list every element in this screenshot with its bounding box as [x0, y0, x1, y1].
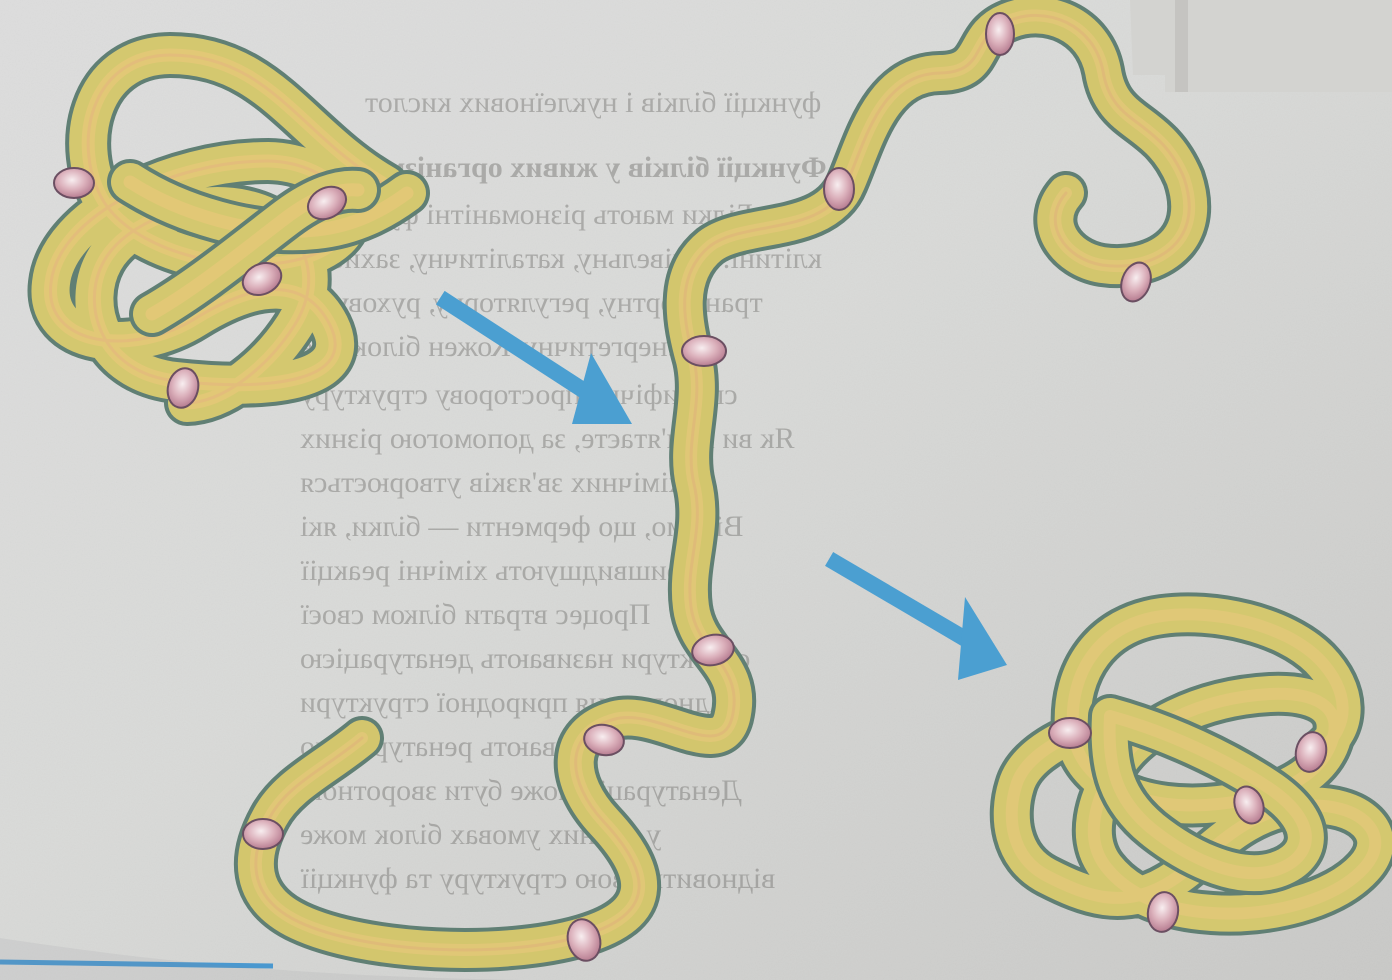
disulfide-bond-chain-2 [824, 168, 854, 210]
bleed-line-8: Як ви пам'ятаєте, за допомогою різних [300, 422, 795, 455]
bleed-line-7: специфічну просторову структуру [300, 378, 738, 411]
disulfide-bond-chain-1 [986, 13, 1014, 55]
bleed-line-9: хімічних зв'язків утворюється [300, 466, 683, 499]
bleed-line-12: Процес втрати білком своєї [300, 598, 650, 631]
disulfide-bond-chain-4 [682, 336, 726, 366]
top-right-page-edge [1130, 0, 1392, 92]
disulfide-bond-chain-7 [243, 819, 283, 849]
disulfide-bond-right-1 [1049, 718, 1091, 748]
bleed-line-11: пришвидшують хімічні реакції [300, 554, 698, 587]
bleed-line-18: відновити свою структуру та функції [300, 862, 775, 895]
bleed-line-2: Функції білків у живих організмах [355, 151, 827, 184]
disulfide-bond-left-1 [54, 168, 94, 198]
bleed-line-1: функції білків і нуклеїнових кислот [365, 86, 821, 119]
bleed-line-16: Денатурація може бути зворотною [300, 774, 742, 807]
